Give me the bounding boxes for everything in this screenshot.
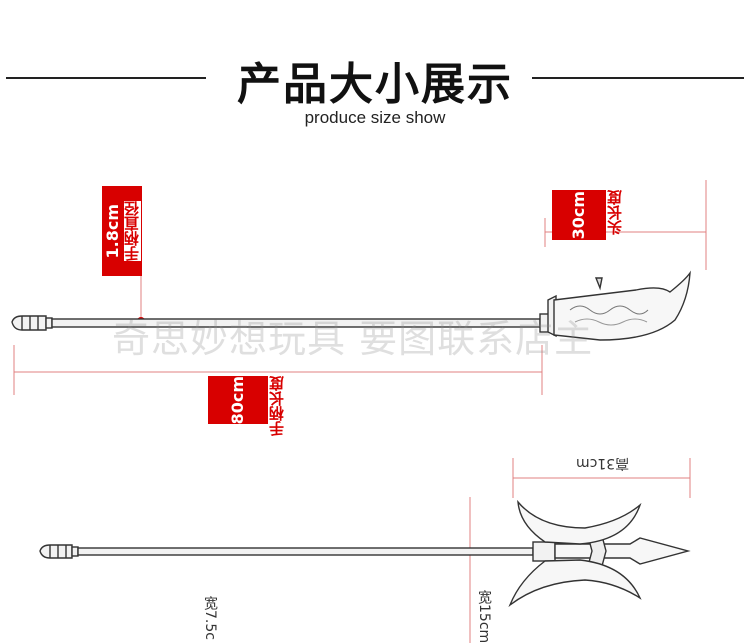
watermark-text: 奇思妙想玩具 要图联系店主 (112, 317, 594, 361)
handle-length-text: 手柄长度 (268, 376, 286, 436)
guandao-weapon (11, 270, 691, 341)
halberd-weapon (39, 499, 691, 608)
title-rule-left (6, 77, 206, 79)
dimension-lines-bottom (469, 458, 691, 643)
head-length-text: 头长度 (606, 190, 624, 235)
grip-diameter-label: 1.8cm 手柄直径 (102, 186, 142, 276)
head-length-label: 30cm (552, 190, 606, 240)
height-31cm-label: 高31cm (576, 455, 630, 471)
handle-length-label: 80cm (208, 376, 268, 424)
width-15cm-label: 宽15cm (476, 590, 492, 643)
page-subtitle: produce size show (304, 108, 446, 127)
width-7-5cm-label: 宽7.5c (202, 596, 218, 640)
title-rule-right (532, 77, 744, 79)
page-title: 产品大小展示 (237, 59, 513, 110)
